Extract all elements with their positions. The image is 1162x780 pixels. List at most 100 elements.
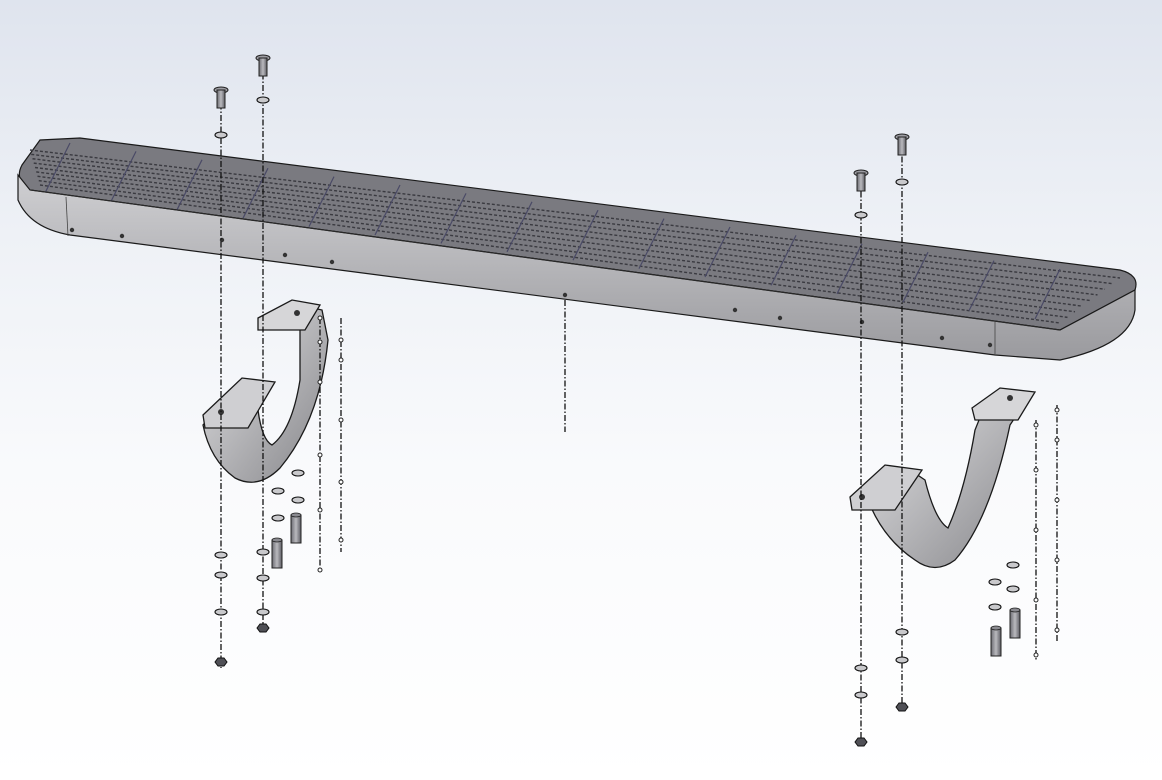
flat-washer[interactable] bbox=[895, 178, 909, 186]
tread-row bbox=[32, 158, 1106, 290]
spacer-sleeve[interactable] bbox=[1009, 607, 1021, 639]
hex-nut[interactable] bbox=[256, 623, 270, 633]
small-pin[interactable] bbox=[1033, 467, 1039, 473]
board-front-edge bbox=[29, 189, 1061, 331]
small-pin[interactable] bbox=[317, 379, 323, 385]
flat-washer[interactable] bbox=[256, 608, 270, 616]
small-pin[interactable] bbox=[338, 479, 344, 485]
small-pin[interactable] bbox=[1033, 652, 1039, 658]
sleeve-body bbox=[990, 627, 1002, 657]
flat-washer[interactable] bbox=[854, 211, 868, 219]
board-hole bbox=[777, 315, 783, 321]
nut-body bbox=[214, 657, 228, 667]
flat-washer[interactable] bbox=[214, 551, 228, 559]
small-pin[interactable] bbox=[1033, 422, 1039, 428]
tread-divider bbox=[836, 243, 863, 295]
board-hole bbox=[119, 233, 125, 239]
bolt-shank bbox=[856, 172, 866, 192]
small-pin[interactable] bbox=[338, 337, 344, 343]
sleeve-body bbox=[1009, 609, 1021, 639]
hex-nut[interactable] bbox=[895, 702, 909, 712]
flat-washer[interactable] bbox=[988, 603, 1002, 611]
flat-washer[interactable] bbox=[854, 691, 868, 699]
tread-row bbox=[37, 175, 1076, 313]
tread-row bbox=[39, 184, 1061, 324]
small-pin[interactable] bbox=[1033, 597, 1039, 603]
tread-divider bbox=[572, 209, 599, 261]
hex-nut[interactable] bbox=[854, 737, 868, 747]
running-board-step[interactable] bbox=[17, 137, 1137, 361]
tread-divider bbox=[176, 159, 203, 211]
flat-washer[interactable] bbox=[256, 574, 270, 582]
nut-body bbox=[895, 702, 909, 712]
right-bracket-hole-upper bbox=[1007, 395, 1013, 401]
flat-washer[interactable] bbox=[271, 514, 285, 522]
tread-row bbox=[29, 149, 1121, 279]
flat-washer[interactable] bbox=[271, 487, 285, 495]
spacer-sleeve[interactable] bbox=[990, 625, 1002, 657]
bolt-shank bbox=[216, 89, 226, 109]
small-pin[interactable] bbox=[338, 417, 344, 423]
flat-washer[interactable] bbox=[256, 96, 270, 104]
tread-divider bbox=[770, 235, 797, 286]
carriage-bolt[interactable] bbox=[213, 86, 229, 109]
carriage-bolt[interactable] bbox=[853, 169, 869, 192]
right-bracket-lower-tab bbox=[849, 464, 924, 511]
tread-divider bbox=[968, 260, 995, 311]
small-pin[interactable] bbox=[1054, 497, 1060, 503]
sleeve-top bbox=[271, 537, 283, 543]
flat-washer[interactable] bbox=[214, 131, 228, 139]
tread-row bbox=[38, 179, 1068, 319]
tread-divider bbox=[242, 167, 269, 219]
left-bracket-lower-tab bbox=[202, 377, 277, 429]
fastener-hardware[interactable] bbox=[213, 54, 1060, 747]
small-pin[interactable] bbox=[1054, 627, 1060, 633]
tread-row bbox=[36, 171, 1083, 307]
spacer-sleeve[interactable] bbox=[290, 512, 302, 544]
small-pin[interactable] bbox=[338, 357, 344, 363]
small-pin[interactable] bbox=[317, 339, 323, 345]
board-hole bbox=[69, 227, 75, 233]
small-pin[interactable] bbox=[1054, 407, 1060, 413]
carriage-bolt[interactable] bbox=[255, 54, 271, 77]
flat-washer[interactable] bbox=[1006, 585, 1020, 593]
board-front-face bbox=[17, 173, 1136, 361]
right-bracket-hole-lower bbox=[859, 494, 865, 500]
small-pin[interactable] bbox=[317, 507, 323, 513]
flat-washer[interactable] bbox=[214, 608, 228, 616]
board-hole bbox=[329, 259, 335, 265]
flat-washer[interactable] bbox=[291, 469, 305, 477]
small-pin[interactable] bbox=[317, 567, 323, 573]
sleeve-body bbox=[290, 514, 302, 544]
small-pin[interactable] bbox=[1033, 527, 1039, 533]
spacer-sleeve[interactable] bbox=[271, 537, 283, 569]
small-pin[interactable] bbox=[1054, 557, 1060, 563]
flat-washer[interactable] bbox=[291, 496, 305, 504]
tread-row bbox=[34, 166, 1091, 302]
tread-divider bbox=[110, 151, 137, 202]
small-pin[interactable] bbox=[338, 537, 344, 543]
left-bracket-hole-upper bbox=[294, 310, 300, 316]
sleeve-top bbox=[1009, 607, 1021, 613]
small-pin[interactable] bbox=[317, 452, 323, 458]
right-mounting-bracket[interactable] bbox=[849, 387, 1037, 569]
flat-washer[interactable] bbox=[895, 656, 909, 664]
flat-washer[interactable] bbox=[256, 548, 270, 556]
flat-washer[interactable] bbox=[214, 571, 228, 579]
small-pin[interactable] bbox=[317, 315, 323, 321]
flat-washer[interactable] bbox=[988, 578, 1002, 586]
hex-nut[interactable] bbox=[214, 657, 228, 667]
explode-axis-lines bbox=[220, 62, 1058, 745]
tread-row bbox=[33, 162, 1098, 296]
small-pin[interactable] bbox=[1054, 437, 1060, 443]
carriage-bolt[interactable] bbox=[894, 133, 910, 156]
flat-washer[interactable] bbox=[1006, 561, 1020, 569]
flat-washer[interactable] bbox=[854, 664, 868, 672]
tread-divider bbox=[308, 176, 335, 227]
flat-washer[interactable] bbox=[895, 628, 909, 636]
left-mounting-bracket[interactable] bbox=[202, 299, 329, 483]
board-hole bbox=[987, 342, 993, 348]
bolt-shank bbox=[897, 136, 907, 156]
